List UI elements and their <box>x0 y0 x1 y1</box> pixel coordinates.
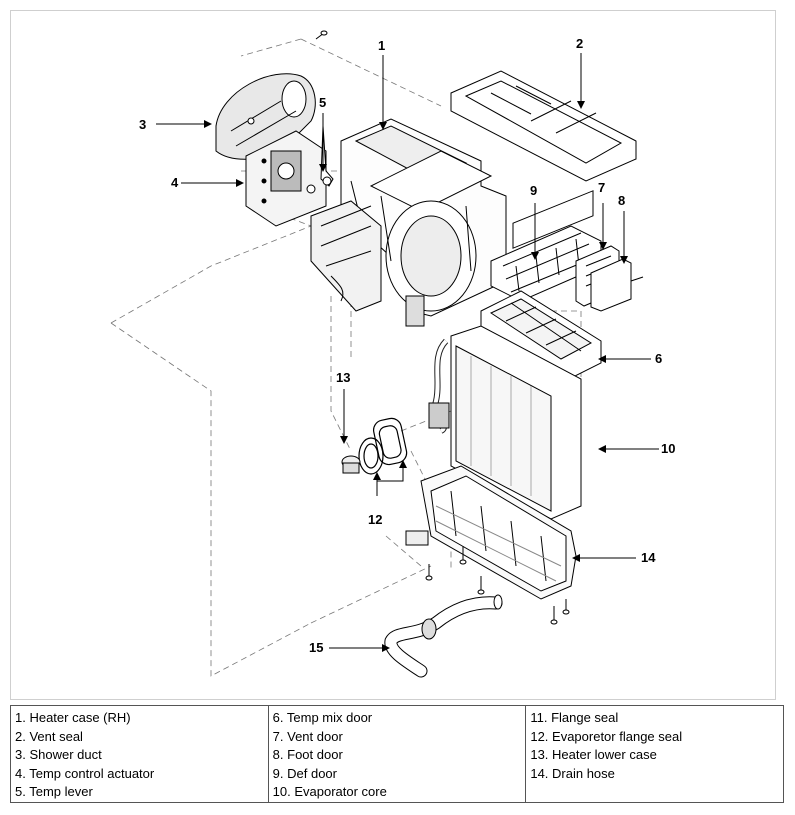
callout-8: 8 <box>618 193 626 208</box>
callout-12: 12 <box>368 512 383 527</box>
legend-column-3: 11. Flange seal 12. Evaporetor flange se… <box>526 706 783 802</box>
callout-2: 2 <box>576 36 584 51</box>
legend-item: 7. Vent door <box>272 728 343 744</box>
callout-7: 7 <box>598 180 606 195</box>
legend-item: 14. Drain hose <box>530 765 615 781</box>
legend-item: 1. Heater case (RH) <box>15 710 131 725</box>
temp-mix-door-part <box>480 290 602 384</box>
heater-lower-case-fitting-part <box>341 455 361 474</box>
drain-pan-part <box>405 465 577 600</box>
legend-item: 2. Vent seal <box>15 728 83 744</box>
callout-1: 1 <box>378 38 386 53</box>
callout-13: 13 <box>336 370 351 385</box>
evaporator-flange-seal-part <box>358 417 408 475</box>
legend-item: 8. Foot door <box>272 747 343 762</box>
vent-seal-part <box>450 70 637 182</box>
callout-10: 10 <box>661 441 676 456</box>
drain-hose-part <box>384 594 503 678</box>
parts-legend-table: 1. Heater case (RH) 2. Vent seal 3. Show… <box>10 705 784 803</box>
heater-case-part <box>310 118 507 327</box>
legend-item: 12. Evaporetor flange seal <box>530 728 683 744</box>
callout-5: 5 <box>319 95 327 110</box>
legend-item: 6. Temp mix door <box>272 710 373 725</box>
legend-column-1: 1. Heater case (RH) 2. Vent seal 3. Show… <box>11 706 269 802</box>
diagram-drawing <box>110 30 659 678</box>
legend-item: 11. Flange seal <box>530 710 619 725</box>
exploded-diagram: 1 2 3 4 5 6 7 8 9 10 12 13 14 15 <box>10 10 776 700</box>
screws <box>315 30 570 625</box>
temp-control-actuator-part <box>245 130 327 227</box>
callout-14: 14 <box>641 550 656 565</box>
legend-item: 9. Def door <box>272 765 337 781</box>
leader-arrows <box>156 53 659 652</box>
callout-9: 9 <box>530 183 538 198</box>
legend-item: 4. Temp control actuator <box>15 765 155 781</box>
legend-item: 13. Heater lower case <box>530 747 657 762</box>
callout-15: 15 <box>309 640 324 655</box>
legend-item: 10. Evaporator core <box>272 784 387 799</box>
legend-item: 5. Temp lever <box>15 784 93 799</box>
legend-item: 3. Shower duct <box>15 747 102 762</box>
callout-3: 3 <box>139 117 147 132</box>
legend-column-2: 6. Temp mix door 7. Vent door 8. Foot do… <box>269 706 527 802</box>
evaporator-core-part <box>428 325 582 520</box>
callout-6: 6 <box>655 351 663 366</box>
callout-4: 4 <box>171 175 179 190</box>
